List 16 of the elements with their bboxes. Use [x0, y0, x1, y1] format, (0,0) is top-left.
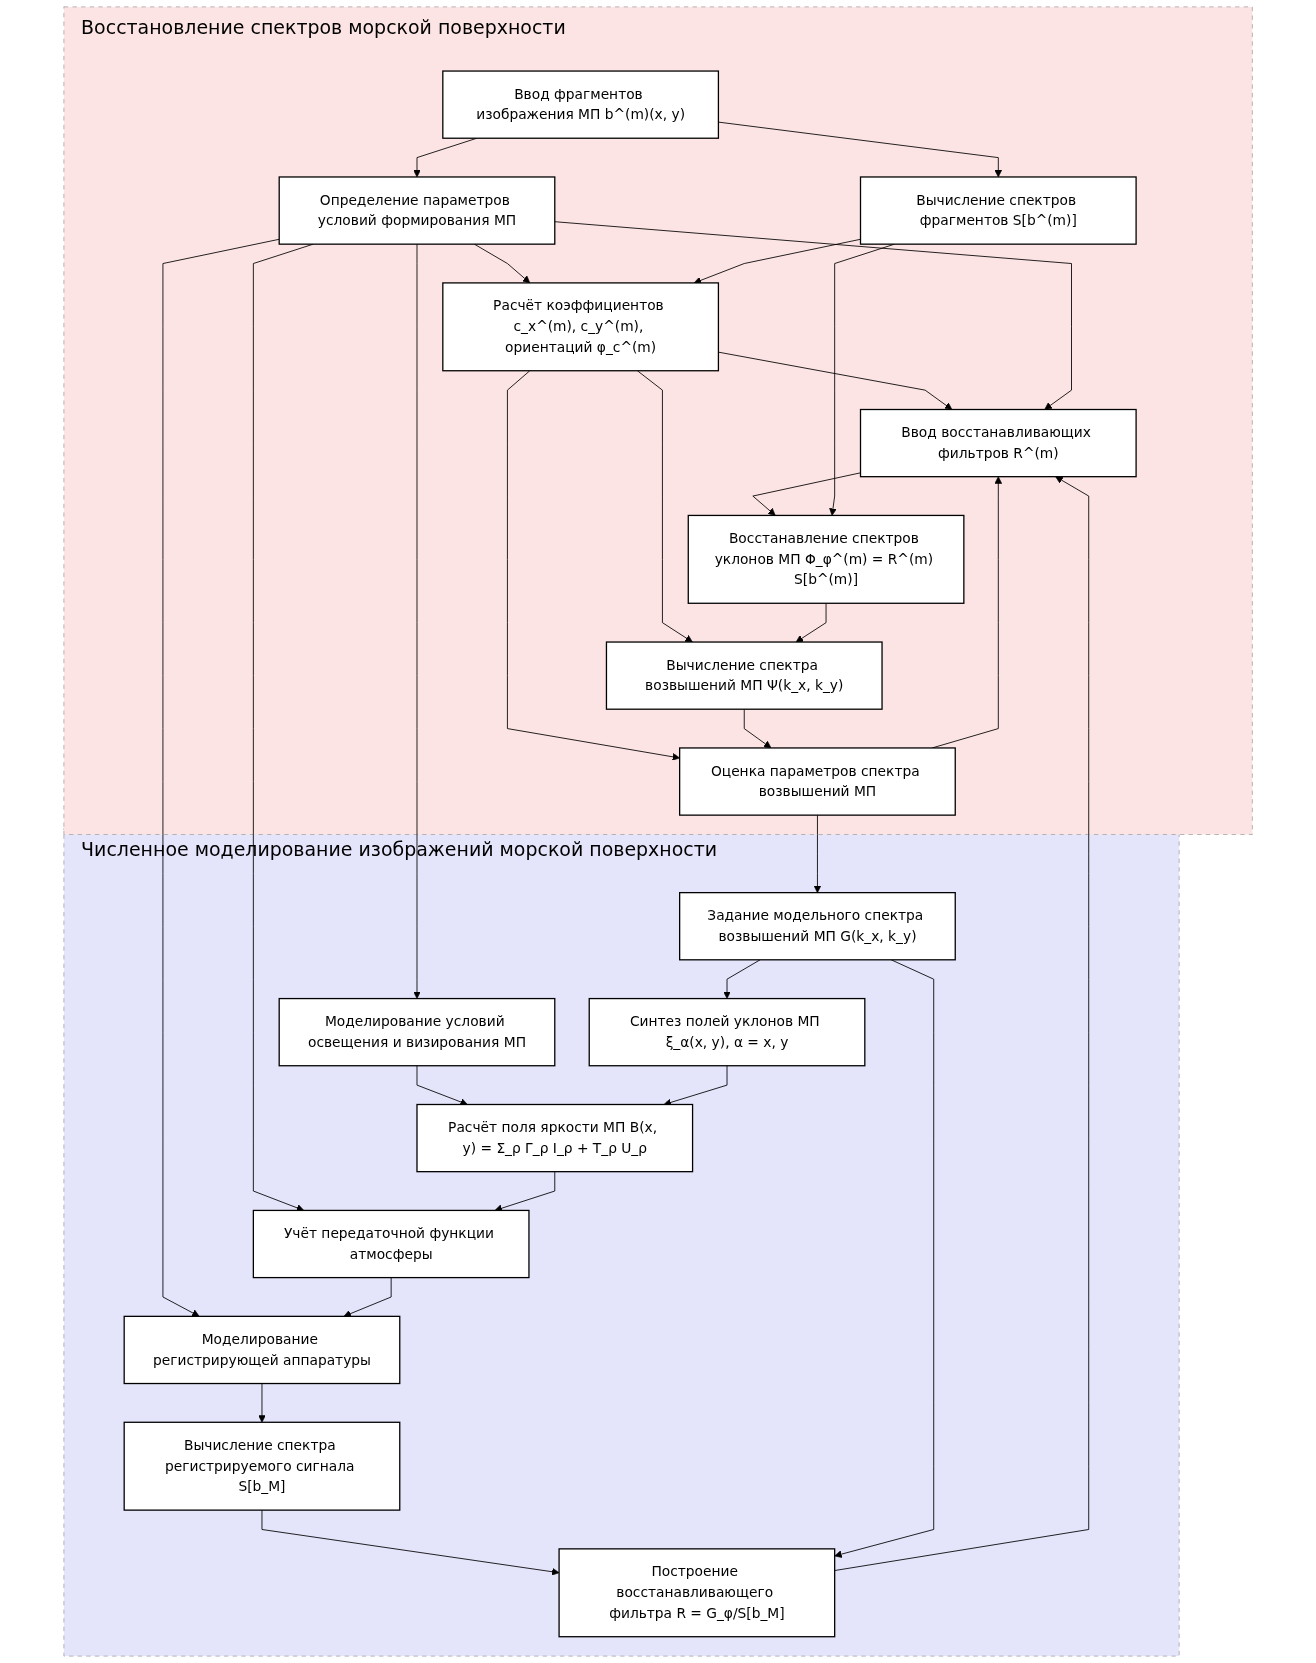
node-box: Определение параметров условий формирования МП: [278, 176, 556, 245]
node-box: Вычисление спектров фрагментов S[b^(m)]: [859, 176, 1137, 245]
node-box: Учёт передаточной функции атмосферы: [252, 1209, 530, 1279]
node-box: Оценка параметров спектра возвышений МП: [678, 747, 956, 816]
node-box: Расчёт коэффициентов c_x^(m), c_y^(m), ориентаций φ_c^(m): [442, 282, 719, 372]
node-box: Синтез полей уклонов МП ξ_α(x, y), α = x, y: [588, 997, 866, 1067]
node-box: Моделирование условий освещения и визирования МП: [278, 997, 556, 1067]
node-box: Вычисление спектра регистрируемого сигнала S[b_M]: [123, 1421, 401, 1511]
node-box: Расчёт поля яркости МП B(x, y) = Σ_ρ Γ_ρ I_ρ + T_ρ U_ρ: [416, 1103, 694, 1173]
node-box: Восстанавление спектров уклонов МП Φ_φ^(m) = R^(m) S[b^(m)]: [687, 514, 965, 604]
node-box: Вычисление спектра возвышений МП Ψ(k_x, k_y): [605, 641, 883, 710]
node-box: Ввод восстанавливающих фильтров R^(m): [859, 408, 1137, 478]
node-box: Построение восстанавливающего фильтра R = G_φ/S[b_M]: [558, 1548, 836, 1638]
node-box: Задание модельного спектра возвышений МП G(k_x, k_y): [678, 892, 956, 961]
node-box: Ввод фрагментов изображения МП b^(m)(x, y): [442, 70, 719, 139]
node-box: Моделирование регистрирующей аппаратуры: [123, 1315, 401, 1385]
